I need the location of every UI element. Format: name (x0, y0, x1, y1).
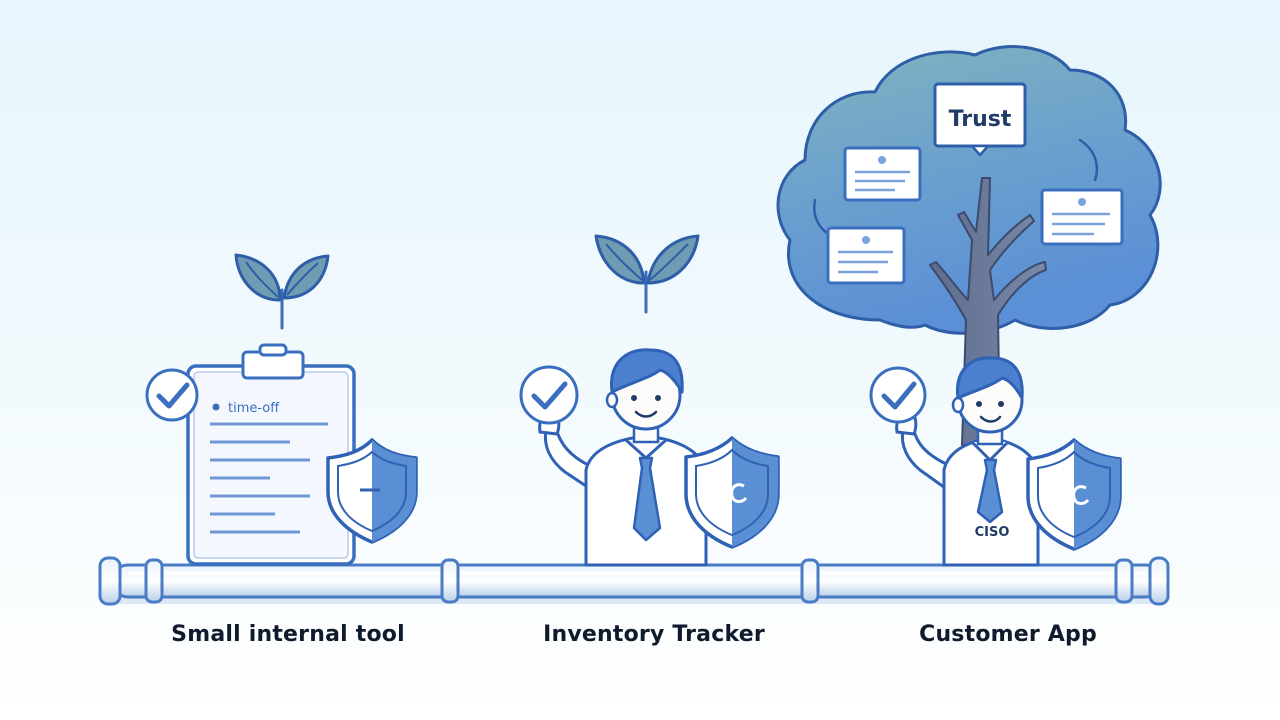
pipe-joint (440, 558, 460, 604)
shield-icon (684, 436, 780, 549)
certificate-card (1040, 188, 1124, 246)
stage-3-customer-app: CISO (869, 356, 1122, 567)
pipe-body (110, 563, 1164, 599)
clipboard-title: time-off (228, 401, 280, 416)
pipe-joint (800, 558, 820, 604)
shield-icon (326, 438, 418, 544)
checkmark-icon (145, 368, 199, 422)
pipeline (98, 556, 1170, 606)
pipe-joint (1114, 558, 1134, 604)
stage-1-small-internal-tool: time-off (145, 253, 418, 566)
certificate-card (843, 146, 922, 202)
trust-sign-text: Trust (949, 107, 1012, 132)
tie (632, 456, 662, 542)
pipe-joint (1148, 556, 1170, 606)
tie (976, 458, 1004, 524)
sprout-icon (594, 234, 700, 314)
stage-2-inventory-tracker (519, 234, 780, 567)
certificate-card (826, 226, 906, 285)
trust-sign: Trust (933, 82, 1027, 157)
clipboard-icon: time-off (186, 343, 356, 566)
trust-tree: Trust (776, 45, 1162, 446)
checkmark-icon (869, 366, 927, 424)
pipe-joint (144, 558, 164, 604)
stage-label-small-internal-tool: Small internal tool (171, 622, 405, 647)
sprout-icon (234, 253, 330, 330)
stage-label-inventory-tracker: Inventory Tracker (543, 622, 765, 647)
ciso-badge: CISO (975, 525, 1010, 540)
person-figure (538, 348, 708, 567)
stage-label-customer-app: Customer App (919, 622, 1097, 647)
pipe-joint (98, 556, 122, 606)
canopy-detail-line (1078, 138, 1099, 182)
shield-icon (1026, 438, 1122, 551)
tree-trunk (929, 177, 1047, 446)
checkmark-icon (519, 365, 579, 425)
